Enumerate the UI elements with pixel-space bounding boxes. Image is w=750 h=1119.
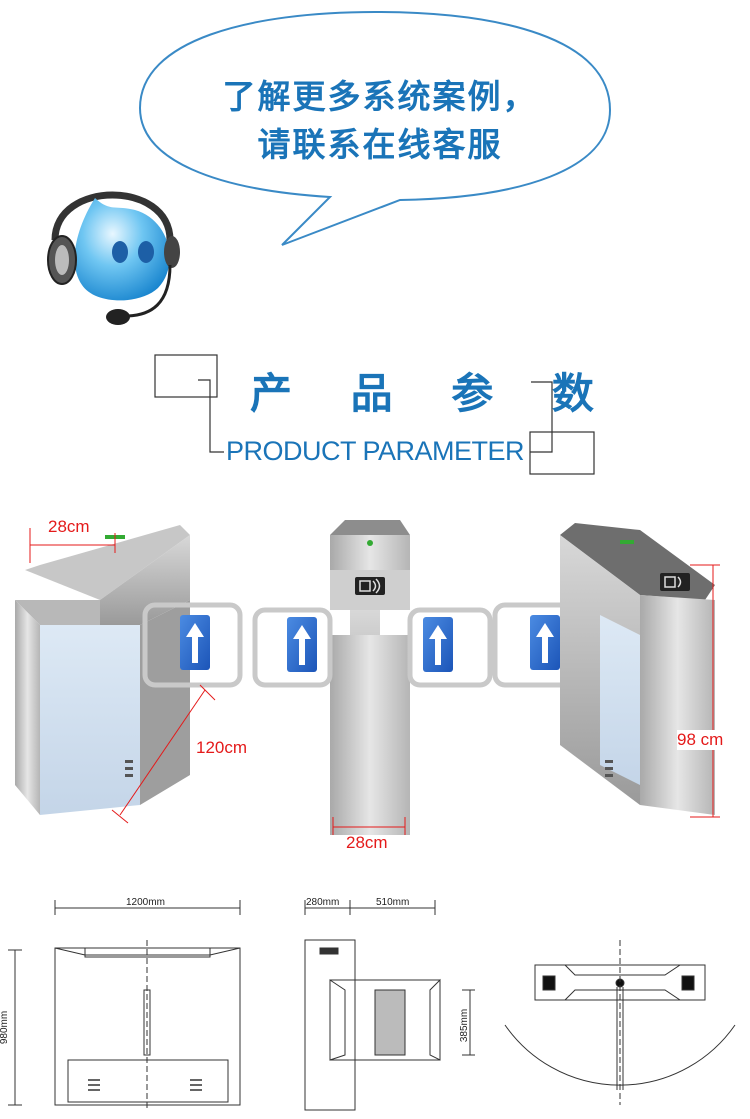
arrow-up-icon bbox=[186, 623, 204, 663]
dim-side-width-a: 280mm bbox=[306, 897, 340, 908]
section-title-en: PRODUCT PARAMETER bbox=[226, 436, 525, 466]
dim-side-width-b: 510mm bbox=[376, 897, 410, 908]
dim-front-height: 980mm bbox=[0, 1010, 11, 1045]
dim-arm-height: 385mm bbox=[459, 1008, 471, 1043]
arrow-up-icon bbox=[536, 623, 554, 663]
card-reader-icon bbox=[359, 578, 381, 594]
dim-length: 120cm bbox=[196, 738, 248, 757]
dim-front-width: 1200mm bbox=[126, 897, 165, 908]
dim-middle-width: 28cm bbox=[346, 833, 388, 852]
dim-top-width: 28cm bbox=[48, 517, 90, 536]
dim-height: 98 cm bbox=[677, 730, 724, 750]
right-cabinet bbox=[560, 523, 715, 815]
arrow-up-icon bbox=[429, 625, 447, 665]
arrow-up-icon bbox=[293, 625, 311, 665]
bubble-line-2: 请联系在线客服 bbox=[257, 125, 503, 164]
title-frame bbox=[154, 354, 595, 475]
turnstile-photo bbox=[15, 520, 720, 835]
left-cabinet bbox=[15, 525, 190, 815]
speech-bubble bbox=[138, 10, 612, 246]
customer-service-mascot-icon bbox=[47, 191, 180, 325]
section-title-cn: 产 品 参 数 bbox=[250, 369, 616, 418]
bubble-line-1: 了解更多系统案例， bbox=[222, 77, 538, 116]
middle-cabinet bbox=[330, 520, 410, 835]
technical-drawings bbox=[8, 900, 736, 1111]
